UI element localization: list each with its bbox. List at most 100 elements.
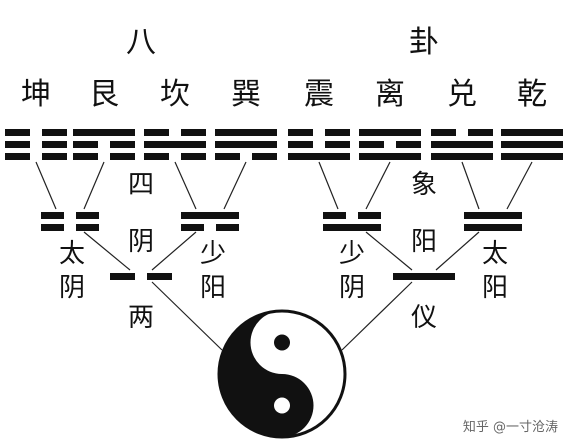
trigram-gen-yang-line <box>73 129 135 136</box>
trigram-kun-yin-line-right <box>42 129 67 136</box>
trigram-dui-yin-line-right <box>468 129 493 136</box>
liang-yi-yin-yin-line-left <box>110 273 135 280</box>
trigram-kan-yin-line-right <box>181 153 206 160</box>
trigram-kun-yin-line-left <box>5 153 30 160</box>
liang-yi-symbols <box>110 273 455 280</box>
tai-yin-symbol <box>41 212 99 231</box>
trigram-name-qian: 乾 <box>517 77 547 112</box>
connector-yang-to-taiji <box>341 281 413 351</box>
liang-yi-char-liang: 两 <box>128 303 154 333</box>
liang-yi-char-yi: 仪 <box>411 303 437 333</box>
trigram-kun-yin-line-right <box>42 153 67 160</box>
si-xiang-symbols <box>41 212 522 231</box>
trigram-kun-yin-line-left <box>5 129 30 136</box>
tai-yang-char-2: 阳 <box>482 273 508 303</box>
connector-tai-yin <box>83 231 131 271</box>
shao-yang-yang-line <box>181 212 239 219</box>
trigram-name-dui: 兑 <box>447 77 477 112</box>
trigram-gen-yin-line-right <box>110 153 135 160</box>
connector-tai-yang <box>435 231 480 271</box>
shao-yang-yin-line-right <box>216 224 239 231</box>
trigram-name-zhen: 震 <box>304 77 334 112</box>
connector-trigram-gen <box>83 161 105 210</box>
liang-yi-yang-label: 阳 <box>411 227 437 257</box>
connector-trigram-li <box>365 161 391 210</box>
title-char-gua: 卦 <box>409 25 439 60</box>
trigram-kun-yin-line-left <box>5 141 30 148</box>
connector-trigram-dui <box>461 161 480 210</box>
shao-yin-yang-line <box>323 224 381 231</box>
shao-yang-char-1: 少 <box>200 239 226 269</box>
trigram-qian-yang-line <box>501 153 563 160</box>
trigram-zhen-yin-line-left <box>288 129 313 136</box>
tai-yang-yang-line <box>464 212 522 219</box>
trigram-dui-symbol <box>431 129 493 160</box>
trigram-li-yin-line-left <box>359 141 384 148</box>
trigram-kun-symbol <box>5 129 67 160</box>
trigram-xun-yin-line-left <box>215 153 240 160</box>
trigram-symbols <box>5 129 563 160</box>
trigram-gen-yin-line-left <box>73 141 98 148</box>
shao-yang-char-2: 阳 <box>200 273 226 303</box>
connector-trigram-zhen <box>318 161 339 210</box>
connector-trigram-kan <box>174 161 197 210</box>
trigram-li-yin-line-right <box>396 141 421 148</box>
trigram-zhen-yang-line <box>288 153 350 160</box>
trigram-xun-yang-line <box>215 129 277 136</box>
shao-yin-char-1: 少 <box>339 239 365 269</box>
shao-yin-yin-line-left <box>323 212 346 219</box>
trigram-xun-symbol <box>215 129 277 160</box>
tai-yin-yin-line-left <box>41 224 64 231</box>
trigram-li-symbol <box>359 129 421 160</box>
trigram-dui-yang-line <box>431 141 493 148</box>
trigram-name-kun: 坤 <box>21 77 51 112</box>
connector-trigram-kun <box>35 161 57 210</box>
trigram-kun-yin-line-right <box>42 141 67 148</box>
trigram-gen-yin-line-left <box>73 153 98 160</box>
watermark-text: 知乎 @一寸沧涛 <box>463 419 558 435</box>
trigram-kan-yin-line-right <box>181 129 206 136</box>
title-char-ba: 八 <box>126 25 156 60</box>
si-xiang-char-si: 四 <box>128 170 154 200</box>
liang-yi-yin-yin-line-right <box>147 273 172 280</box>
trigram-zhen-yin-line-right <box>325 141 350 148</box>
si-xiang-char-xiang: 象 <box>411 170 437 200</box>
trigram-gen-yin-line-right <box>110 141 135 148</box>
trigram-zhen-symbol <box>288 129 350 160</box>
trigram-name-gen: 艮 <box>89 77 119 112</box>
liang-yi-yang-yang-line <box>393 273 455 280</box>
connector-shao-yin <box>365 231 413 271</box>
trigram-name-li: 离 <box>375 77 405 112</box>
liang-yi-yin-symbol <box>110 273 172 280</box>
trigram-dui-yin-line-left <box>431 129 456 136</box>
shao-yin-symbol <box>323 212 381 231</box>
connector-yin-to-taiji <box>151 281 223 351</box>
shao-yang-yin-line-left <box>181 224 204 231</box>
trigram-li-yang-line <box>359 153 421 160</box>
trigram-kan-yin-line-left <box>144 153 169 160</box>
tai-yin-yin-line-left <box>41 212 64 219</box>
shao-yin-yin-line-right <box>358 212 381 219</box>
trigram-xun-yin-line-right <box>252 153 277 160</box>
trigram-name-xun: 巽 <box>231 77 261 112</box>
tai-yang-symbol <box>464 212 522 231</box>
trigram-kan-symbol <box>144 129 206 160</box>
shao-yin-char-2: 阴 <box>339 273 365 303</box>
connector-trigram-xun <box>223 161 247 210</box>
trigram-zhen-yin-line-left <box>288 141 313 148</box>
connector-trigram-qian <box>506 161 533 210</box>
trigram-xun-yang-line <box>215 141 277 148</box>
trigram-kan-yang-line <box>144 141 206 148</box>
tai-yin-yin-line-right <box>76 212 99 219</box>
shao-yang-symbol <box>181 212 239 231</box>
taiji-yin-yang-icon <box>217 309 347 439</box>
trigram-name-kan: 坎 <box>160 77 190 112</box>
trigram-qian-symbol <box>501 129 563 160</box>
connector-lines <box>35 161 533 351</box>
trigram-dui-yang-line <box>431 153 493 160</box>
liang-yi-yin-label: 阴 <box>128 227 154 257</box>
tai-yang-char-1: 太 <box>482 239 508 269</box>
trigram-qian-yang-line <box>501 141 563 148</box>
trigram-qian-yang-line <box>501 129 563 136</box>
